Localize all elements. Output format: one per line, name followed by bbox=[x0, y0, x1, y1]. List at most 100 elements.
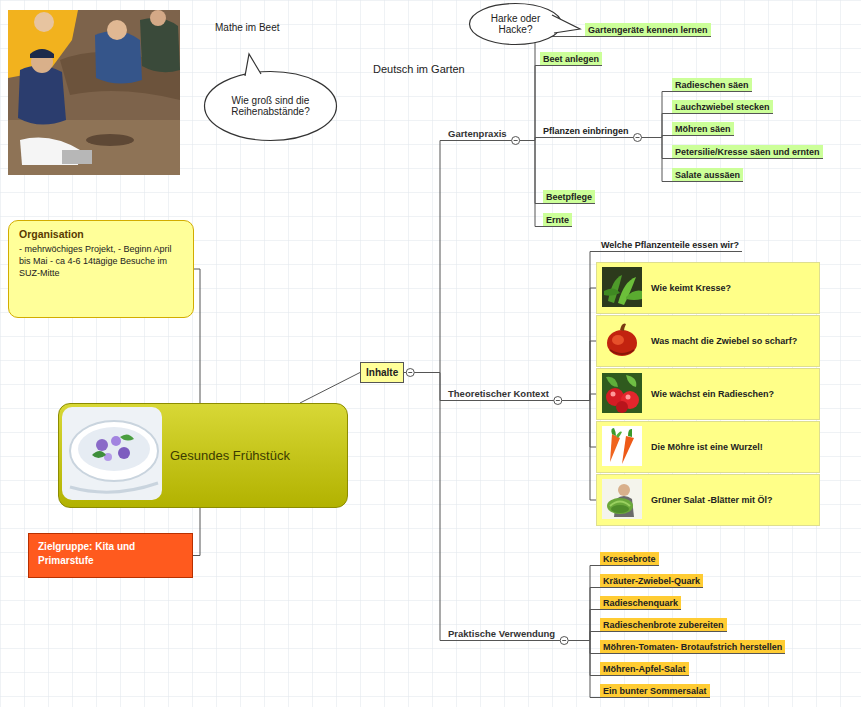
leaf-topic: Petersilie/Kresse säen und ernten bbox=[672, 145, 823, 159]
leaf-topic: Radieschen säen bbox=[672, 78, 752, 92]
node-text: Pflanzen einbringen bbox=[543, 126, 629, 136]
connector bbox=[632, 138, 672, 182]
node-text: Lauchzwiebel stecken bbox=[675, 102, 770, 112]
connector bbox=[552, 401, 596, 501]
node-text: Die Möhre ist eine Wurzel! bbox=[651, 442, 763, 452]
leaf-topic: Möhren-Tomaten- Brotaufstrich herstellen bbox=[600, 640, 785, 654]
leaf-topic: Radieschenquark bbox=[600, 596, 681, 610]
node-text: Petersilie/Kresse säen und ernten bbox=[675, 147, 820, 157]
leaf-topic: Beetpflege bbox=[543, 190, 595, 204]
node-text: Inhalte bbox=[366, 367, 398, 378]
node-text: Salate aussäen bbox=[675, 170, 740, 180]
collapse-toggle bbox=[512, 137, 520, 145]
node-text: Welche Pflanzenteile essen wir? bbox=[601, 240, 739, 250]
node-text: Gesundes Frühstück bbox=[170, 448, 298, 463]
node-body-text: - mehrwöchiges Projekt, - Beginn April b… bbox=[19, 243, 183, 279]
connector bbox=[404, 373, 445, 641]
connector bbox=[558, 610, 600, 641]
node-text: Wie keimt Kresse? bbox=[651, 283, 731, 293]
connector bbox=[552, 288, 596, 401]
collapse-toggle-minus bbox=[562, 640, 566, 641]
question-box: Grüner Salat -Blätter mit Öl? bbox=[596, 474, 820, 526]
connector bbox=[558, 566, 600, 641]
node-text: Möhren-Apfel-Salat bbox=[603, 664, 686, 674]
speech-bubble: Wie groß sind die Reihenabstände? bbox=[203, 70, 338, 142]
leaf-topic: Gartengeräte kennen lernen bbox=[585, 23, 711, 37]
node-text: Gartenpraxis bbox=[448, 128, 507, 139]
info-box: Organisation - mehrwöchiges Projekt, - Be… bbox=[8, 220, 194, 318]
text-group: Organisation - mehrwöchiges Projekt, - Be… bbox=[19, 227, 183, 280]
picture-icon bbox=[602, 479, 642, 521]
leaf-topic: Möhren-Apfel-Salat bbox=[600, 662, 689, 676]
node-text: Ein bunter Sommersalat bbox=[603, 686, 707, 696]
section-label: Mathe im Beet bbox=[215, 22, 279, 33]
collapse-toggle-minus bbox=[408, 372, 412, 373]
collapse-toggle bbox=[634, 134, 642, 142]
question-box: Wie keimt Kresse? bbox=[596, 262, 820, 314]
collapse-toggle bbox=[560, 637, 568, 645]
picture-icon bbox=[602, 320, 642, 362]
connector bbox=[632, 92, 672, 138]
leaf-topic: Möhren säen bbox=[672, 122, 734, 136]
question-box: Was macht die Zwiebel so scharf? bbox=[596, 315, 820, 367]
connector bbox=[404, 141, 445, 373]
leaf-topic: Ein bunter Sommersalat bbox=[600, 684, 710, 698]
node-text: Möhren-Tomaten- Brotaufstrich herstellen bbox=[603, 642, 782, 652]
picture-icon bbox=[602, 373, 642, 415]
node-text: Zielgruppe: Kita und Primarstufe bbox=[38, 540, 183, 567]
connector bbox=[558, 641, 600, 676]
node-text: Radieschen säen bbox=[675, 80, 749, 90]
text-group: Grüner Salat -Blätter mit Öl? bbox=[651, 495, 773, 505]
node-text: Möhren säen bbox=[675, 124, 731, 134]
node-text: Wie wächst ein Radieschen? bbox=[651, 389, 774, 399]
collapse-toggle-minus bbox=[636, 137, 640, 138]
node-text: Ernte bbox=[546, 215, 569, 225]
leaf-topic: Lauchzwiebel stecken bbox=[672, 100, 773, 114]
node-text: Theoretischer Kontext bbox=[448, 388, 549, 399]
node-text: Wie groß sind die Reihenabstände? bbox=[219, 95, 322, 117]
question-box: Wie wächst ein Radieschen? bbox=[596, 368, 820, 420]
leaf-topic: Ernte bbox=[543, 213, 572, 227]
node-text: Organisation bbox=[19, 227, 183, 241]
leaf-topic: Kressebrote bbox=[600, 552, 659, 566]
leaf-topic: Radieschenbrote zubereiten bbox=[600, 618, 727, 632]
connector bbox=[300, 373, 360, 404]
picture-icon bbox=[602, 426, 642, 468]
connector bbox=[558, 641, 600, 698]
subtopic: Welche Pflanzenteile essen wir? bbox=[598, 238, 742, 252]
section-label: Deutsch im Garten bbox=[373, 63, 465, 75]
connector bbox=[552, 252, 598, 401]
branch-topic: Praktische Verwendung bbox=[445, 626, 558, 641]
collapse-toggle-minus bbox=[556, 400, 560, 401]
text-group: Was macht die Zwiebel so scharf? bbox=[651, 336, 797, 346]
node-text: Praktische Verwendung bbox=[448, 628, 555, 639]
picture-icon bbox=[602, 267, 642, 309]
leaf-topic: Kräuter-Zwiebel-Quark bbox=[600, 574, 703, 588]
connector bbox=[552, 341, 596, 401]
text-group: Wie wächst ein Radieschen? bbox=[651, 389, 774, 399]
node-text: Beetpflege bbox=[546, 192, 592, 202]
target-group-box: Zielgruppe: Kita und Primarstufe bbox=[28, 533, 193, 578]
node-text: Kräuter-Zwiebel-Quark bbox=[603, 576, 700, 586]
connector bbox=[194, 269, 200, 403]
leaf-topic: Beet anlegen bbox=[540, 52, 602, 66]
connector bbox=[193, 508, 200, 556]
central-topic: Gesundes Frühstück bbox=[58, 403, 348, 508]
connector bbox=[510, 141, 543, 227]
node-text: Radieschenbrote zubereiten bbox=[603, 620, 724, 630]
speech-bubble: Harke oder Hacke? bbox=[468, 2, 563, 46]
connector bbox=[510, 141, 543, 204]
main-topic: Inhalte bbox=[360, 362, 404, 383]
picture-icon bbox=[62, 407, 162, 504]
connector bbox=[510, 66, 540, 141]
leaf-topic: Salate aussäen bbox=[672, 168, 743, 182]
node-text: Grüner Salat -Blätter mit Öl? bbox=[651, 495, 773, 505]
node-text: Was macht die Zwiebel so scharf? bbox=[651, 336, 797, 346]
node-text: Kressebrote bbox=[603, 554, 656, 564]
text-group: Gesundes Frühstück bbox=[170, 448, 298, 463]
collapse-toggle bbox=[554, 397, 562, 405]
node-text: Radieschenquark bbox=[603, 598, 678, 608]
connector bbox=[558, 588, 600, 641]
branch-topic: Theoretischer Kontext bbox=[445, 386, 552, 401]
text-group: Die Möhre ist eine Wurzel! bbox=[651, 442, 763, 452]
